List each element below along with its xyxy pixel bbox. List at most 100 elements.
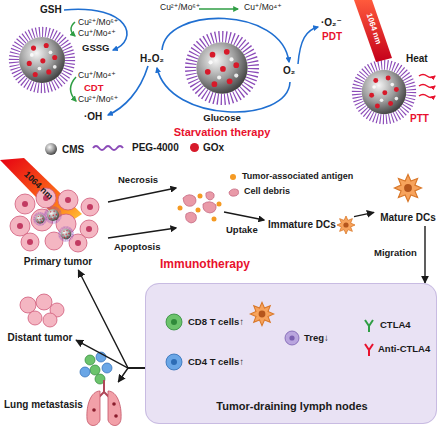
dc-icon	[250, 302, 273, 325]
annotation-label: Cu⁺/Mo⁴⁺	[78, 71, 116, 80]
distant-tumor-cells	[20, 294, 64, 327]
legend-symbol	[228, 172, 238, 182]
heat-wave	[419, 75, 435, 78]
node-text: CD8 T cells↑	[188, 317, 244, 327]
connector-arrow	[78, 270, 145, 368]
tumor-cells	[10, 188, 99, 252]
annotation-label: H₂O₂	[140, 53, 164, 64]
annotation-label: Cu²⁺/Mo⁶⁺	[78, 95, 118, 104]
connector-arrow	[76, 340, 145, 368]
labelled-figure: Distant tumor	[4, 294, 76, 346]
annotation-label: Cu⁺/Mo⁴⁺	[244, 3, 282, 12]
legend-swatch	[190, 143, 199, 152]
antigen	[178, 194, 222, 222]
lymph-node-ground	[145, 283, 437, 424]
node-text: Tumor-draining lymph nodes	[216, 400, 367, 412]
laser-beam	[354, 0, 392, 62]
annotation-label: Cu⁺/Mo⁴⁺	[78, 29, 116, 38]
heat-wave	[419, 85, 435, 88]
node-text: CTLA4	[380, 320, 411, 330]
process-arrow	[108, 188, 176, 202]
annotation-label: Necrosis	[118, 175, 158, 185]
node-text: Treg↓	[304, 333, 329, 343]
labelled-figure: Lung metastasis	[2, 382, 124, 430]
legend-text: Cell debris	[244, 187, 290, 197]
redox-arrow	[71, 22, 75, 36]
lung-icon	[87, 380, 121, 426]
annotation-label: PDT	[322, 31, 342, 42]
annotation-label: Cu²⁺/Mo⁶⁺	[78, 18, 118, 27]
reaction-arrow	[298, 27, 318, 64]
legend-text: PEG-4000	[132, 142, 179, 153]
nanoparticle	[191, 37, 254, 100]
redox-arrow	[199, 8, 238, 10]
annotation-label: Apoptosis	[114, 242, 160, 252]
process-arrow	[224, 212, 264, 220]
process-arrow	[108, 228, 176, 238]
legend-item: PEG-4000	[92, 142, 179, 153]
connectors	[76, 212, 425, 382]
cd8-t-cell	[166, 314, 182, 330]
annotation-label: GSSG	[82, 43, 109, 53]
legend-item: Tumor-associated antigen	[228, 172, 353, 182]
annotation-label: Immunotherapy	[160, 258, 250, 271]
connector-arrow	[118, 368, 145, 382]
labelled-figure: Immature DCs	[266, 213, 354, 237]
legend-item: GOx	[190, 142, 224, 153]
nanoparticle	[59, 227, 72, 240]
annotation-label: Heat	[406, 53, 428, 64]
reaction-arrow	[162, 18, 289, 62]
immature-dc-icon	[337, 216, 355, 234]
redox-arrow	[71, 77, 77, 101]
nanoparticle	[14, 32, 70, 88]
edge-label: Migration	[374, 248, 417, 258]
node-text: CD4 T cells↑	[188, 357, 244, 367]
annotation-label: ·OH	[84, 111, 102, 122]
node-text: Distant tumor	[8, 332, 73, 343]
annotation-label: Uptake	[226, 225, 258, 235]
labelled-figure: Primary tumor	[6, 184, 110, 270]
annotation-label: Cu²⁺/Mo⁶⁺	[160, 3, 200, 12]
cell-debris	[183, 192, 216, 223]
region-box: CD8 T cells↑ Treg↓ CTLA4Anti-CTLA4CD4 T ce…	[145, 283, 437, 424]
annotation-label: PTT	[410, 113, 429, 124]
cell-nuclei	[17, 195, 93, 246]
node-text: Anti-CTLA4	[378, 344, 430, 354]
treg-cell	[285, 331, 299, 345]
nanoparticle	[34, 213, 46, 225]
node-text: Immature DCs	[268, 219, 336, 230]
mature-dc-icon	[395, 175, 422, 202]
cell-nucleus	[171, 319, 177, 325]
annotation-label: GSH	[40, 4, 62, 15]
node-text: Lung metastasis	[4, 399, 83, 410]
heat-wave	[419, 95, 435, 98]
annotation-label: Starvation therapy	[174, 126, 271, 138]
connector-arrow	[354, 212, 374, 216]
ctla4-receptor	[365, 320, 373, 332]
legend-symbol	[228, 187, 240, 197]
annotation-label: O₂	[283, 65, 295, 76]
node-text: Primary tumor	[24, 256, 92, 267]
legend-symbol	[44, 142, 58, 156]
annotation-label: Glucose	[202, 113, 242, 123]
cd4-t-cell	[166, 354, 182, 370]
nanoparticle	[357, 65, 411, 119]
cell-nucleus	[171, 359, 177, 365]
annotation-label: ·O₂⁻	[321, 17, 342, 28]
cell-nucleus	[289, 335, 294, 340]
nanoparticle	[46, 208, 61, 223]
annotation-label: CDT	[84, 83, 104, 93]
legend-item: Cell debris	[228, 187, 290, 197]
legend-text: GOx	[203, 142, 224, 153]
legend-text: CMS	[62, 144, 84, 155]
node-text: Mature DCs	[380, 212, 436, 223]
labelled-figure: Mature DCs	[374, 168, 442, 226]
legend-item: CMS	[44, 142, 84, 156]
connector-arrow	[424, 226, 425, 283]
anti-ctla4-antibody	[365, 344, 373, 356]
legend-symbol	[92, 143, 128, 153]
legend-text: Tumor-associated antigen	[242, 172, 353, 182]
